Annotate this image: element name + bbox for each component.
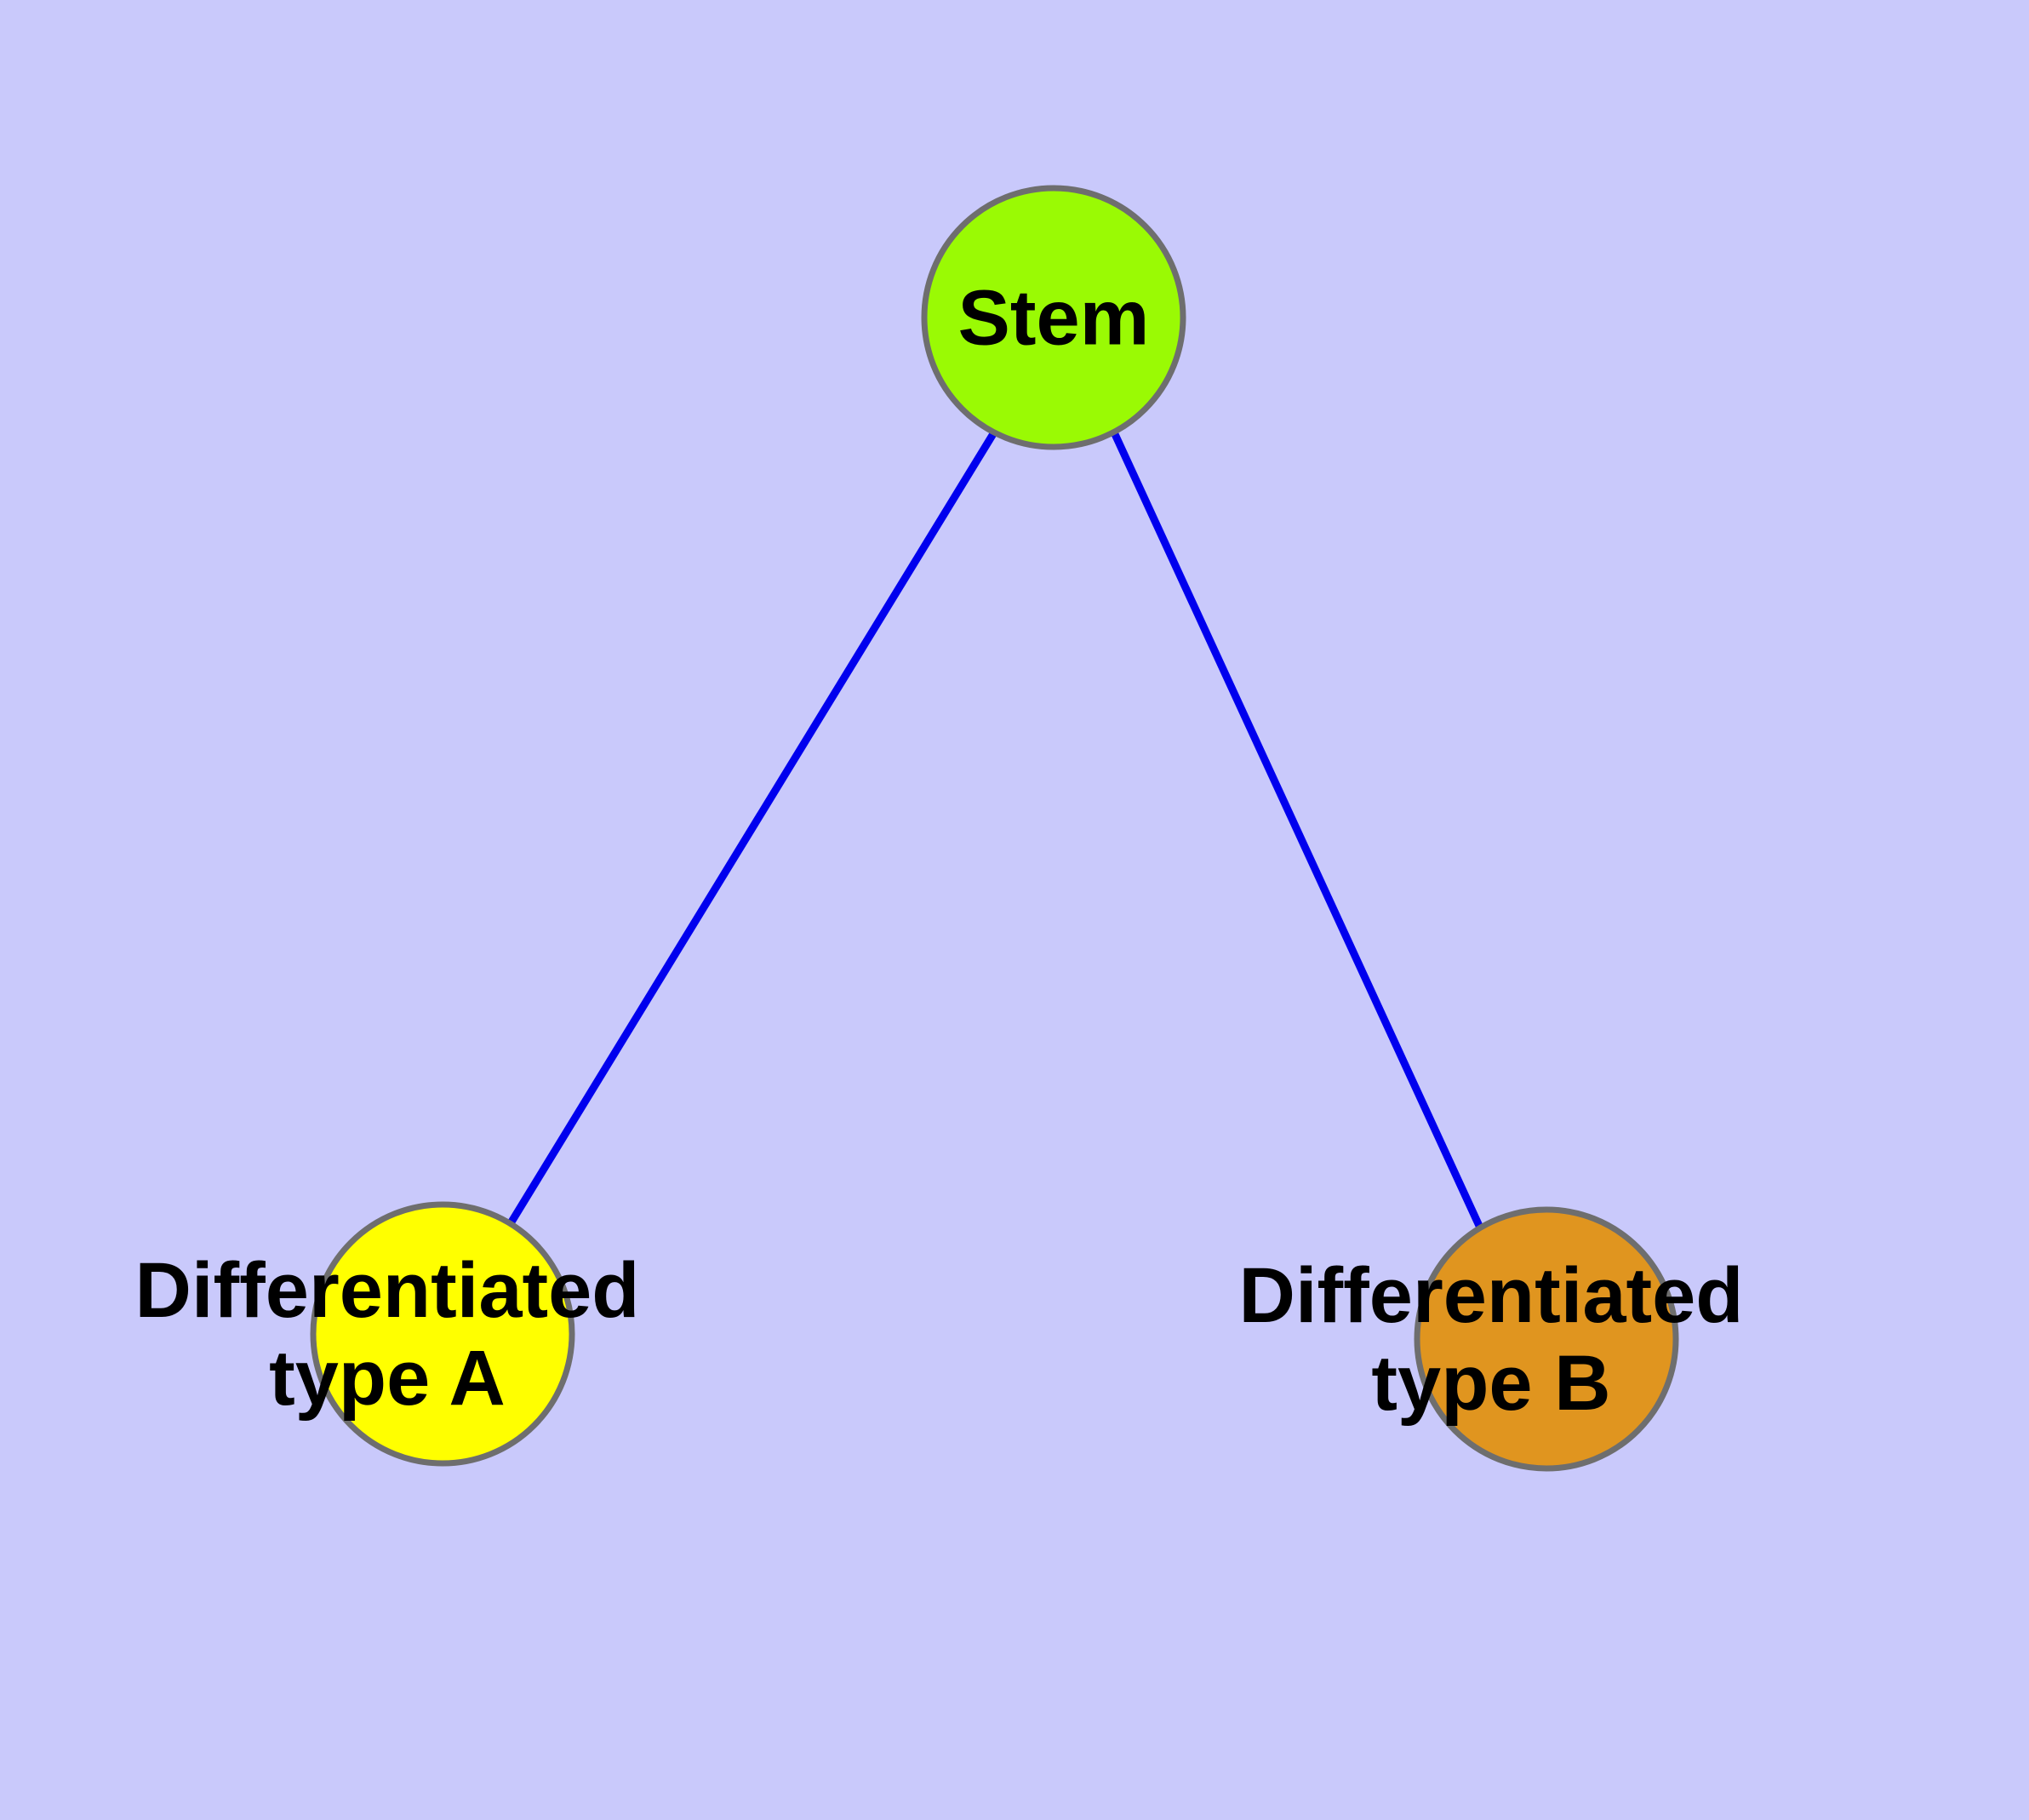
edge-layer [507,430,1483,1228]
node-label-stem: Stem [958,274,1150,361]
edge-stem-to-diff-b [1111,432,1483,1228]
node-label-line: type A [269,1335,506,1422]
edge-stem-to-diff-a [507,430,997,1226]
node-label-line: Stem [958,274,1150,361]
node-circle-diff-a[interactable] [310,1201,575,1467]
node-circle-stem[interactable] [921,185,1186,450]
node-label-line: Differentiated [1239,1252,1744,1339]
node-label-line: type B [1371,1340,1610,1427]
node-circle-diff-b[interactable] [1414,1206,1679,1472]
node-stem[interactable]: Stem [921,185,1186,450]
node-label-line: Differentiated [135,1247,640,1334]
